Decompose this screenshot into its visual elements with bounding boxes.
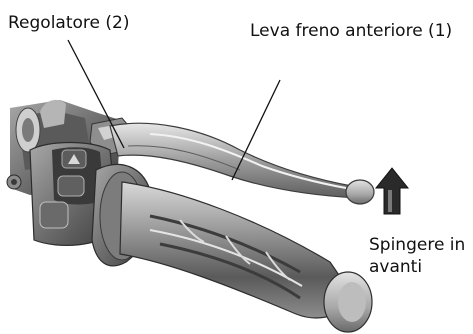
- switch-button-lower: [40, 202, 68, 228]
- regulator-label: Regolatore (2): [8, 12, 129, 34]
- push-forward-line-1: Spingere in: [369, 234, 473, 256]
- up-arrow-icon: [376, 168, 408, 214]
- switch-button-middle: [58, 176, 84, 196]
- handlebar-grip: [120, 182, 372, 332]
- push-forward-line-2: avanti: [369, 256, 473, 278]
- push-forward-label: Spingere in avanti: [369, 234, 473, 278]
- front-brake-lever-label: Leva freno anteriore (1): [250, 20, 452, 42]
